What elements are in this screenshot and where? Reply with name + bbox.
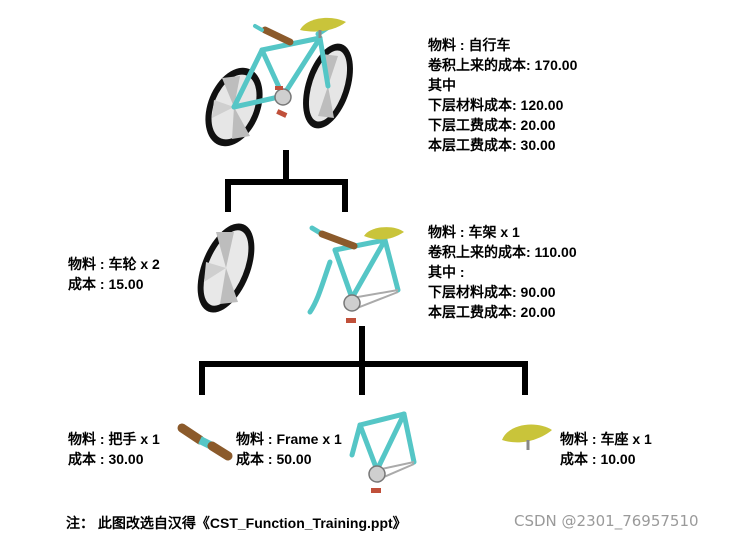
material-line: 物料 : 自行车 (428, 37, 511, 53)
material-line: 物料 : 车轮 x 2 (68, 256, 160, 272)
frameset-label: 物料 : 车架 x 1 卷积上来的成本: 110.00 其中 : 下层材料成本:… (428, 222, 577, 322)
lower-material-cost-line: 下层材料成本: 90.00 (428, 284, 556, 300)
material-line: 物料 : 车座 x 1 (560, 431, 652, 447)
breakdown-heading: 其中 (428, 77, 456, 93)
material-line: 物料 : 车架 x 1 (428, 224, 520, 240)
lower-labor-cost-line: 下层工费成本: 20.00 (428, 117, 556, 133)
source-note: 注： 此图改选自汉得《CST_Function_Training.ppt》 (66, 515, 407, 531)
breakdown-heading: 其中 : (428, 264, 465, 280)
cost-line: 成本 : 15.00 (68, 276, 144, 292)
frame-label: 物料 : Frame x 1 成本 : 50.00 (236, 429, 342, 469)
handlebar-label: 物料 : 把手 x 1 成本 : 30.00 (68, 429, 160, 469)
this-level-labor-cost-line: 本层工费成本: 30.00 (428, 137, 556, 153)
watermark: CSDN @2301_76957510 (514, 512, 699, 530)
rollup-cost-line: 卷积上来的成本: 170.00 (428, 57, 578, 73)
this-level-labor-cost-line: 本层工费成本: 20.00 (428, 304, 556, 320)
wheel-label: 物料 : 车轮 x 2 成本 : 15.00 (68, 254, 160, 294)
rollup-cost-line: 卷积上来的成本: 110.00 (428, 244, 577, 260)
cost-line: 成本 : 30.00 (68, 451, 144, 467)
material-line: 物料 : Frame x 1 (236, 431, 342, 447)
cost-line: 成本 : 50.00 (236, 451, 312, 467)
lower-material-cost-line: 下层材料成本: 120.00 (428, 97, 564, 113)
seat-label: 物料 : 车座 x 1 成本 : 10.00 (560, 429, 652, 469)
top-assembly-label: 物料 : 自行车 卷积上来的成本: 170.00 其中 下层材料成本: 120.… (428, 35, 577, 155)
cost-line: 成本 : 10.00 (560, 451, 636, 467)
material-line: 物料 : 把手 x 1 (68, 431, 160, 447)
